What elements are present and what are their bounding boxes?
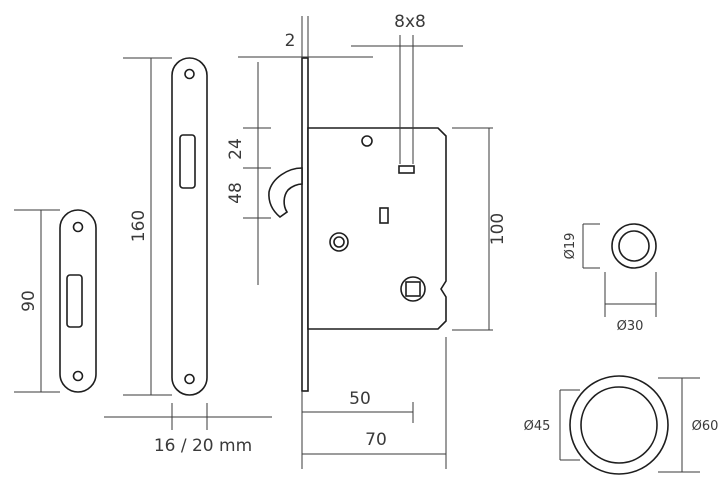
dimension-body-height: 100 — [452, 127, 508, 331]
dimension-spindle-square: 8x8 — [351, 12, 463, 164]
label-d19: Ø19 — [563, 233, 578, 260]
label-d30: Ø30 — [617, 319, 644, 334]
dimension-backset: 50 — [302, 389, 414, 423]
large-rose — [569, 375, 669, 475]
dimension-small-rose: Ø19 Ø30 — [563, 223, 657, 334]
label-d60: Ø60 — [692, 419, 719, 434]
label-48: 48 — [226, 182, 246, 204]
dimension-large-rose: Ø45 Ø60 — [524, 377, 719, 473]
label-100: 100 — [488, 213, 508, 245]
label-50: 50 — [349, 389, 371, 409]
label-2: 2 — [285, 31, 296, 51]
dimension-plate-width: 16 / 20 mm — [104, 403, 272, 456]
large-strike-plate — [171, 57, 208, 396]
label-plate-width: 16 / 20 mm — [154, 436, 252, 456]
label-90: 90 — [19, 290, 39, 312]
lock-body — [268, 57, 447, 392]
dimension-small-plate-height: 90 — [14, 209, 60, 393]
label-24: 24 — [226, 138, 246, 160]
small-strike-plate — [59, 209, 97, 393]
label-8x8: 8x8 — [394, 12, 426, 32]
label-70: 70 — [365, 430, 387, 450]
dimension-large-plate-height: 160 — [123, 57, 172, 396]
dimension-faceplate-thickness: 2 — [238, 16, 373, 58]
small-rose — [611, 223, 657, 269]
dimension-body-depth: 70 — [301, 337, 447, 469]
label-160: 160 — [129, 210, 149, 242]
dimension-hook-offsets: 24 48 — [226, 62, 271, 285]
label-d45: Ø45 — [524, 419, 551, 434]
